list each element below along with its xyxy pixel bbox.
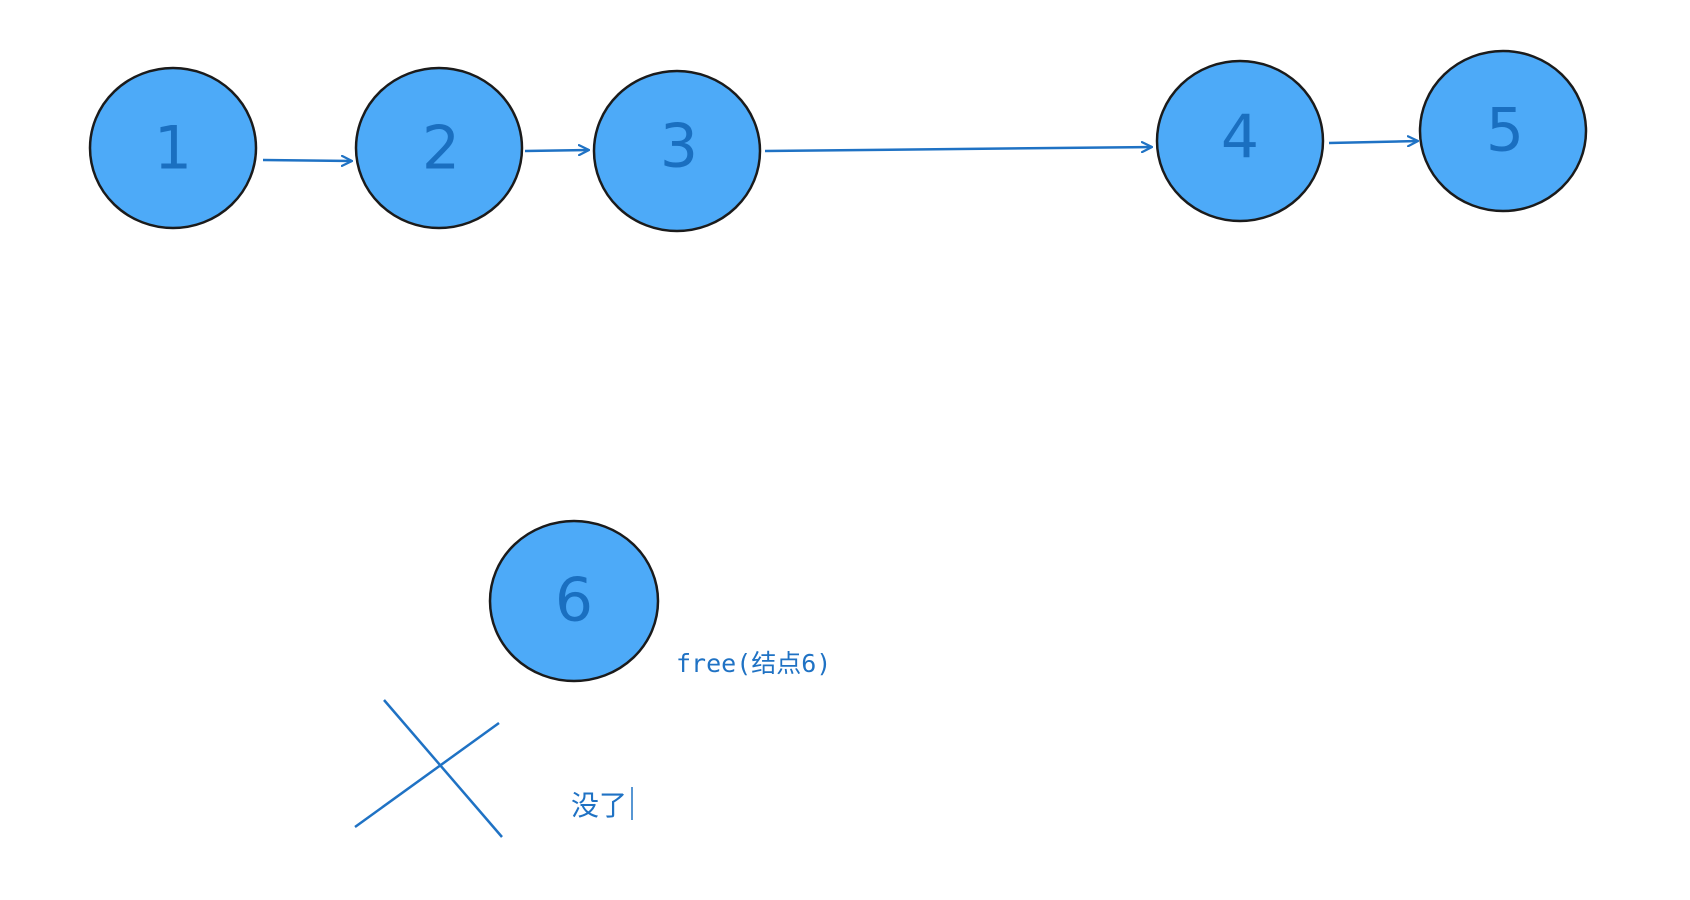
node-1: 1 bbox=[88, 66, 258, 230]
free-call-caption: free(结点6) bbox=[676, 649, 831, 678]
gone-note: 没了 bbox=[571, 789, 627, 822]
edge-2-to-3 bbox=[524, 150, 589, 151]
node-3-label: 3 bbox=[660, 112, 698, 182]
edge-1-to-2 bbox=[262, 160, 352, 161]
node-5: 5 bbox=[1418, 49, 1588, 213]
edge-4-to-5 bbox=[1328, 141, 1418, 143]
node-4-label: 4 bbox=[1221, 103, 1259, 173]
cross-mark bbox=[354, 699, 503, 838]
node-4: 4 bbox=[1155, 59, 1325, 223]
edges bbox=[262, 141, 1418, 161]
node-2-label: 2 bbox=[422, 114, 460, 184]
node-5-label: 5 bbox=[1486, 96, 1524, 166]
node-3: 3 bbox=[592, 69, 762, 233]
edge-3-to-4 bbox=[764, 147, 1152, 151]
node-2: 2 bbox=[354, 66, 524, 230]
node-6: 6 bbox=[488, 519, 660, 683]
node-1-label: 1 bbox=[154, 114, 192, 184]
node-6-label: 6 bbox=[555, 566, 593, 636]
